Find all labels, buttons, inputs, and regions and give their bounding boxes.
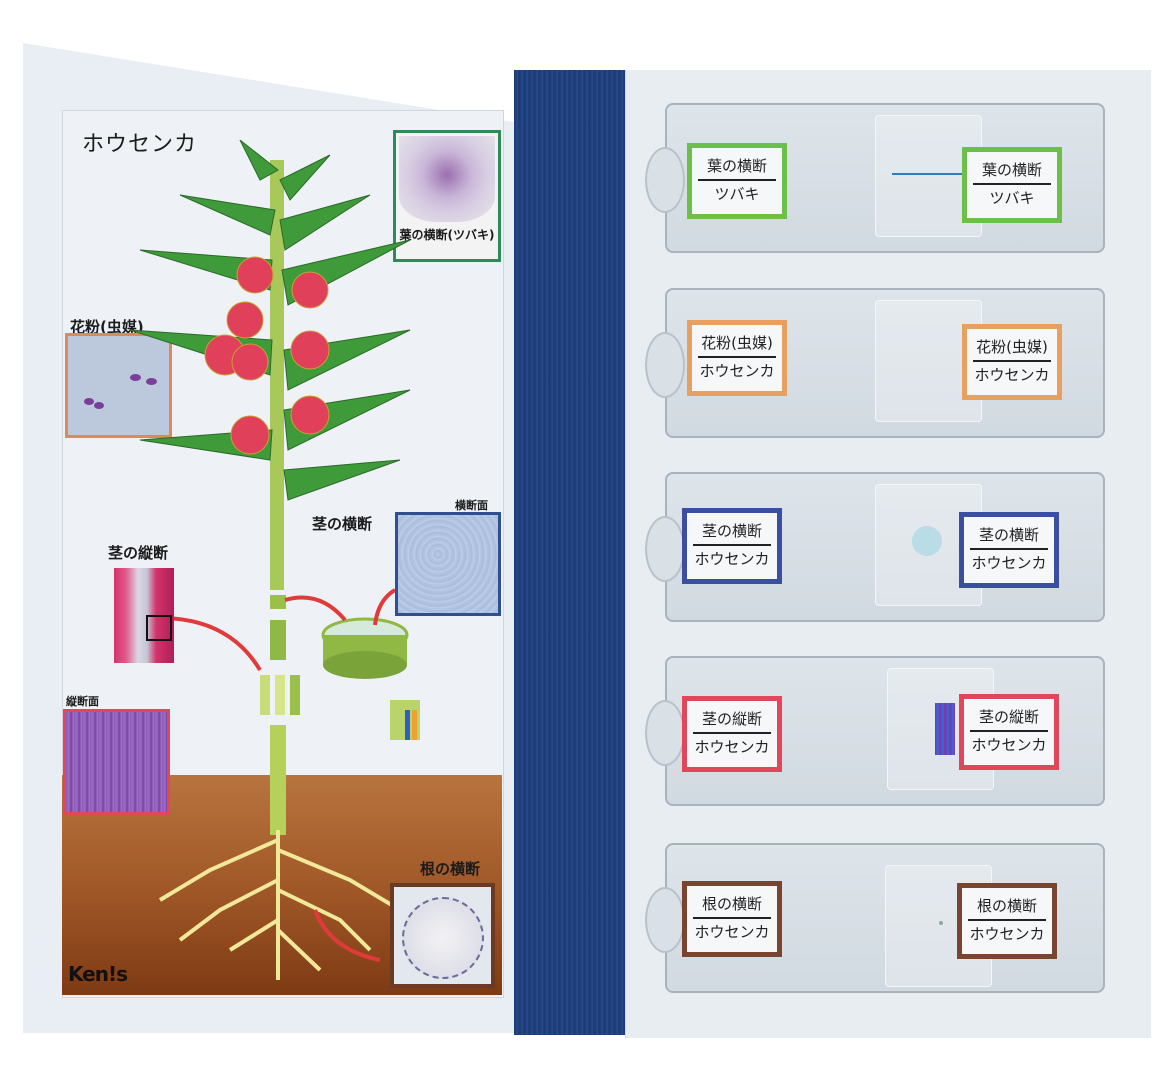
finger-notch <box>645 887 685 953</box>
root-micrograph <box>401 897 484 979</box>
label-specimen: 茎の横断 <box>701 522 762 540</box>
label-specimen: 根の横断 <box>976 897 1037 915</box>
label-divider <box>970 730 1048 732</box>
kenis-logo: Ken!s <box>68 962 128 986</box>
plant-illustration <box>129 140 420 980</box>
label-divider <box>970 548 1048 550</box>
label-specimen: 茎の縦断 <box>978 708 1039 726</box>
label-divider <box>698 179 776 181</box>
finger-notch <box>645 147 685 213</box>
label-plant: ホウセンカ <box>974 366 1050 384</box>
slide-root-cross[interactable]: 根の横断 ホウセンカ 根の横断 ホウセンカ <box>645 843 1105 993</box>
specimen-dot <box>939 921 943 925</box>
label-divider <box>693 544 771 546</box>
pollen-inset <box>65 333 172 438</box>
label-plant: ホウセンカ <box>694 550 770 568</box>
binder-spine <box>514 70 626 1035</box>
label-divider <box>693 732 771 734</box>
slide-label-left: 根の横断 ホウセンカ <box>682 881 782 957</box>
leaf-micrograph <box>399 136 495 222</box>
stem-cross-caption: 茎の横断 <box>312 515 373 533</box>
pollen-grain <box>130 374 141 381</box>
label-plant: ツバキ <box>714 185 760 203</box>
specimen-stripes <box>935 703 955 755</box>
root-cross-caption: 根の横断 <box>420 860 481 878</box>
stem-long-caption: 茎の縦断 <box>108 544 169 562</box>
slide-label-right: 葉の横断 ツバキ <box>962 147 1062 223</box>
label-plant: ホウセンカ <box>971 554 1047 572</box>
label-divider <box>693 917 771 919</box>
label-plant: ツバキ <box>989 189 1035 207</box>
slide-pollen[interactable]: 花粉(虫媒) ホウセンカ 花粉(虫媒) ホウセンカ <box>645 288 1105 438</box>
label-specimen: 葉の横断 <box>706 157 767 175</box>
label-divider <box>973 183 1051 185</box>
long-section-face-caption: 縦断面 <box>66 695 99 708</box>
slide-label-right: 根の横断 ホウセンカ <box>957 883 1057 959</box>
slide-stem-long[interactable]: 茎の縦断 ホウセンカ 茎の縦断 ホウセンカ <box>645 656 1105 806</box>
cross-section-face-caption: 横断面 <box>455 499 488 512</box>
label-divider <box>968 919 1046 921</box>
finger-notch <box>645 700 685 766</box>
label-specimen: 茎の縦断 <box>701 710 762 728</box>
leaf-section-inset: 葉の横断(ツバキ) <box>393 130 501 262</box>
cover-glass <box>875 300 982 422</box>
slide-leaf-cross[interactable]: 葉の横断 ツバキ 葉の横断 ツバキ <box>645 103 1105 253</box>
slide-label-right: 茎の横断 ホウセンカ <box>959 512 1059 588</box>
label-plant: ホウセンカ <box>971 736 1047 754</box>
slide-label-left: 花粉(虫媒) ホウセンカ <box>687 320 787 396</box>
label-plant: ホウセンカ <box>694 738 770 756</box>
pollen-grain <box>84 398 94 405</box>
label-divider <box>973 360 1051 362</box>
label-specimen: 花粉(虫媒) <box>976 338 1048 356</box>
stem-cross-micrograph <box>395 512 501 616</box>
root-cross-inset <box>390 883 495 988</box>
label-specimen: 花粉(虫媒) <box>701 334 773 352</box>
poster-title: ホウセンカ <box>82 132 198 157</box>
label-plant: ホウセンカ <box>699 362 775 380</box>
specimen-round <box>912 526 942 556</box>
zoom-box <box>146 615 172 641</box>
specimen-leaf-line <box>892 173 972 175</box>
leaf-section-caption: 葉の横断(ツバキ) <box>399 228 495 242</box>
slide-label-right: 花粉(虫媒) ホウセンカ <box>962 324 1062 400</box>
pollen-caption: 花粉(虫媒) <box>70 318 144 336</box>
pollen-grain <box>146 378 157 385</box>
stem-long-micrograph <box>63 709 170 815</box>
label-specimen: 茎の横断 <box>978 526 1039 544</box>
stem-long-illustration <box>114 568 174 663</box>
pollen-grain <box>94 402 104 409</box>
slide-label-left: 茎の横断 ホウセンカ <box>682 508 782 584</box>
finger-notch <box>645 332 685 398</box>
label-specimen: 葉の横断 <box>981 161 1042 179</box>
finger-notch <box>645 516 685 582</box>
slide-label-right: 茎の縦断 ホウセンカ <box>959 694 1059 770</box>
label-divider <box>698 356 776 358</box>
label-plant: ホウセンカ <box>694 923 770 941</box>
label-plant: ホウセンカ <box>969 925 1045 943</box>
slide-label-left: 葉の横断 ツバキ <box>687 143 787 219</box>
slide-stem-cross[interactable]: 茎の横断 ホウセンカ 茎の横断 ホウセンカ <box>645 472 1105 622</box>
label-specimen: 根の横断 <box>701 895 762 913</box>
slide-label-left: 茎の縦断 ホウセンカ <box>682 696 782 772</box>
